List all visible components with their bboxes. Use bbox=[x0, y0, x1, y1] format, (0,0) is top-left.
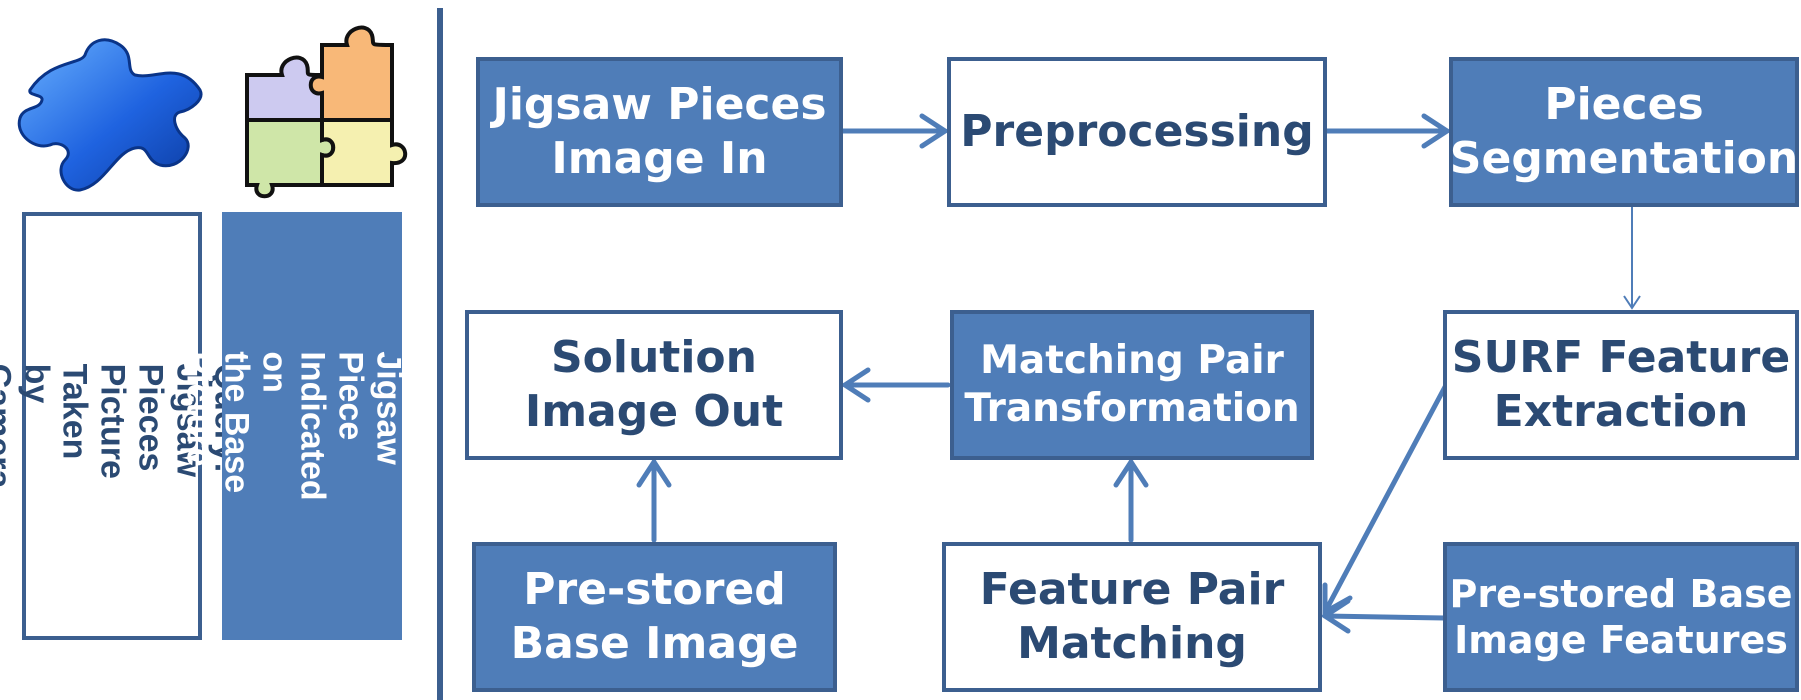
jigsaw-pieces-image-in-text: Jigsaw Pieces Image In bbox=[492, 79, 827, 184]
colored-puzzle-icon bbox=[232, 15, 422, 205]
query-label-box: Query: Jigsaw Pieces Picture Taken by Ca… bbox=[0, 212, 245, 640]
pre-stored-base-image-features-box: Pre-stored Base Image Features bbox=[1443, 542, 1799, 692]
matching-pair-transformation-text: Matching Pair Transformation bbox=[964, 338, 1300, 431]
jigsaw-pieces-image-in-box: Jigsaw Pieces Image In bbox=[476, 57, 843, 207]
pieces-segmentation-text: Pieces Segmentation bbox=[1449, 79, 1799, 184]
vertical-divider bbox=[437, 8, 443, 700]
arrow-features-to-matching bbox=[1322, 613, 1448, 621]
solution-image-out-text: Solution Image Out bbox=[524, 332, 784, 437]
surf-feature-extraction-text: SURF Feature Extraction bbox=[1451, 332, 1791, 437]
arrow-surf-to-matching bbox=[1322, 382, 1449, 615]
solution-image-out-box: Solution Image Out bbox=[465, 310, 843, 460]
surf-feature-extraction-box: SURF Feature Extraction bbox=[1443, 310, 1799, 460]
pre-stored-base-image-text: Pre-stored Base Image bbox=[510, 564, 799, 669]
preprocessing-text: Preprocessing bbox=[960, 106, 1314, 158]
pre-stored-base-image-box: Pre-stored Base Image bbox=[472, 542, 837, 692]
pieces-segmentation-box: Pieces Segmentation bbox=[1449, 57, 1799, 207]
blue-puzzle-piece-icon bbox=[10, 20, 210, 200]
pre-stored-base-image-features-text: Pre-stored Base Image Features bbox=[1449, 571, 1793, 662]
preprocessing-box: Preprocessing bbox=[947, 57, 1327, 207]
feature-pair-matching-box: Feature Pair Matching bbox=[942, 542, 1322, 692]
feature-pair-matching-text: Feature Pair Matching bbox=[979, 564, 1285, 669]
matching-pair-transformation-box: Matching Pair Transformation bbox=[950, 310, 1314, 460]
solution-label-box: Solution: Jigsaw Piece Indicated on the … bbox=[179, 212, 445, 640]
